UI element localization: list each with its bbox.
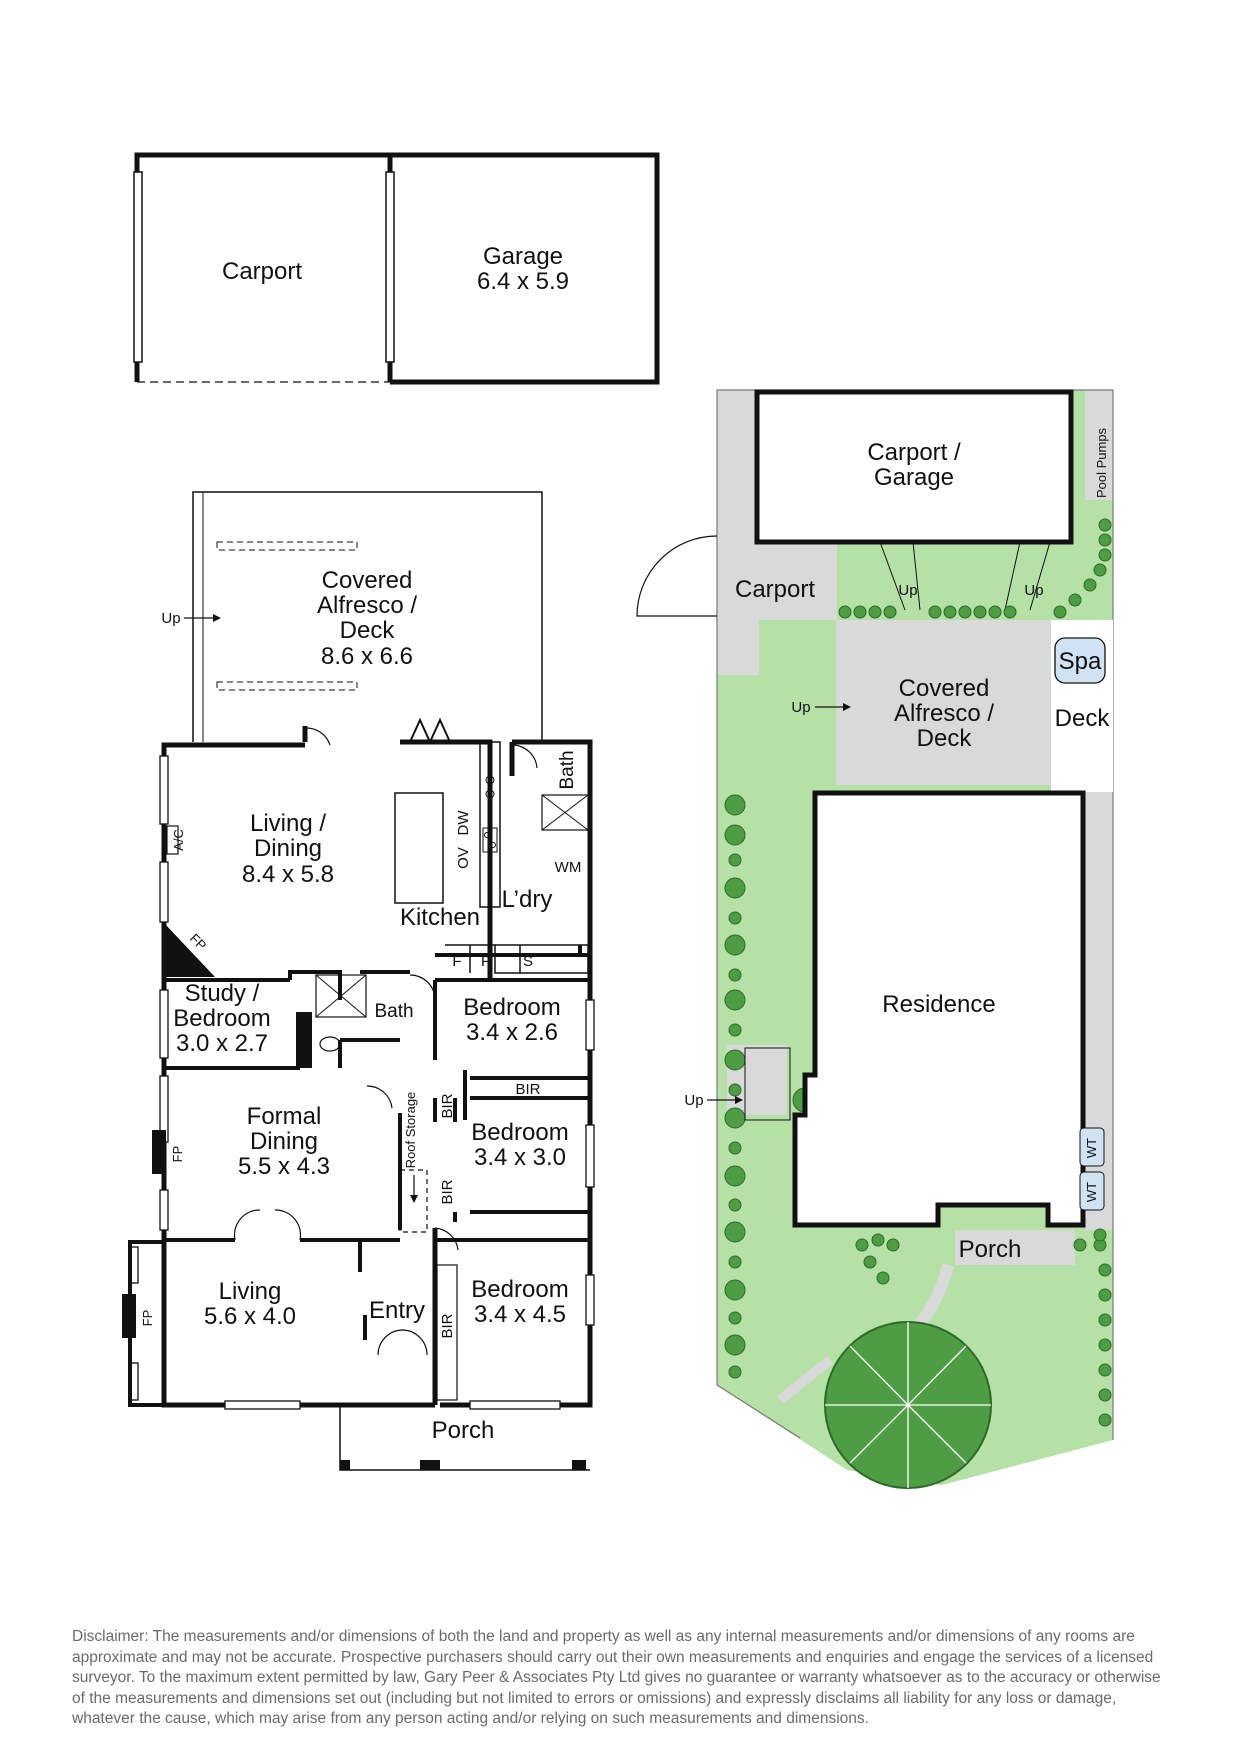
site-alfresco-label-3: Deck bbox=[917, 725, 973, 752]
bedroom-2-label: Bedroom bbox=[471, 1119, 568, 1146]
study-dimensions: 3.0 x 2.7 bbox=[176, 1030, 268, 1057]
pantry-label: P bbox=[481, 953, 491, 970]
washing-machine-label: WM bbox=[555, 859, 582, 876]
bedroom-3-dimensions: 3.4 x 4.5 bbox=[474, 1301, 566, 1328]
house-floor-plan: Covered Alfresco / Deck 8.6 x 6.6 Up bbox=[122, 491, 595, 1471]
alfresco-dimensions: 8.6 x 6.6 bbox=[321, 643, 413, 670]
hedge-row bbox=[724, 518, 1112, 1427]
west-windows bbox=[129, 755, 595, 1410]
bir-label-3: BIR bbox=[439, 1179, 456, 1204]
fridge-label: F bbox=[452, 953, 461, 970]
alfresco-label-1: Covered bbox=[322, 567, 413, 594]
living-dining-label-1: Living / bbox=[250, 810, 326, 837]
fireplace-label-living: FP bbox=[140, 1310, 155, 1327]
site-carport-label: Carport bbox=[735, 576, 815, 603]
site-up-label-1: Up bbox=[898, 582, 917, 599]
detached-carport-garage: Carport Garage 6.4 x 5.9 bbox=[133, 152, 660, 385]
study-label-2: Bedroom bbox=[173, 1005, 270, 1032]
bir-label-1: BIR bbox=[515, 1081, 540, 1098]
garage-label: Garage bbox=[483, 243, 563, 270]
formal-dining-label-2: Dining bbox=[250, 1128, 318, 1155]
fireplace-icons bbox=[122, 923, 215, 1338]
bir-label-2: BIR bbox=[439, 1093, 456, 1118]
site-plan: Carport / Garage Pool Pumps Carport Up U… bbox=[636, 389, 1114, 1489]
bath-2-label: Bath bbox=[374, 1001, 413, 1022]
site-carport-garage-label-2: Garage bbox=[874, 464, 954, 491]
disclaimer-text: Disclaimer: The measurements and/or dime… bbox=[72, 1628, 1161, 1727]
study-label-1: Study / bbox=[185, 980, 260, 1007]
bedroom-2-dimensions: 3.4 x 3.0 bbox=[474, 1144, 566, 1171]
alfresco-up-label: Up bbox=[161, 610, 180, 627]
site-alfresco-label-2: Alfresco / bbox=[894, 700, 994, 727]
door-swings bbox=[233, 727, 538, 1251]
interior-walls bbox=[164, 945, 590, 1340]
formal-dining-dimensions: 5.5 x 4.3 bbox=[238, 1153, 330, 1180]
formal-dining-label-1: Formal bbox=[247, 1103, 322, 1130]
bedroom-3-label: Bedroom bbox=[471, 1276, 568, 1303]
carport-label: Carport bbox=[222, 258, 302, 285]
living-dimensions: 5.6 x 4.0 bbox=[204, 1303, 296, 1330]
living-label: Living bbox=[219, 1278, 282, 1305]
water-tank-label-2: WT bbox=[1084, 1182, 1099, 1202]
site-carport-garage-label-1: Carport / bbox=[867, 439, 961, 466]
living-dining-label-2: Dining bbox=[254, 835, 322, 862]
site-up-label-4: Up bbox=[684, 1092, 703, 1109]
fireplace-label-formal-dining: FP bbox=[170, 1146, 185, 1163]
bedroom-1-dimensions: 3.4 x 2.6 bbox=[466, 1019, 558, 1046]
bath-label: Bath bbox=[557, 750, 578, 789]
living-dining-dimensions: 8.4 x 5.8 bbox=[242, 861, 334, 888]
site-steps bbox=[879, 541, 1051, 611]
garage-dimensions: 6.4 x 5.9 bbox=[477, 268, 569, 295]
storage-label: S bbox=[523, 953, 533, 970]
water-tank-label-1: WT bbox=[1084, 1138, 1099, 1158]
fireplace-label-living-dining: FP bbox=[187, 931, 209, 953]
kitchen-label: Kitchen bbox=[400, 904, 480, 931]
roof-storage-label: Roof Storage bbox=[403, 1092, 418, 1169]
site-up-label-2: Up bbox=[1024, 582, 1043, 599]
site-up-label-3: Up bbox=[791, 699, 810, 716]
alfresco-label-3: Deck bbox=[340, 617, 396, 644]
pool-pumps-label: Pool Pumps bbox=[1094, 427, 1109, 498]
site-deck-label: Deck bbox=[1055, 705, 1111, 732]
site-porch-label: Porch bbox=[959, 1236, 1022, 1263]
laundry-label: L’dry bbox=[502, 886, 553, 913]
site-alfresco-label-1: Covered bbox=[899, 675, 990, 702]
alfresco-outline bbox=[192, 491, 543, 742]
residence-label: Residence bbox=[882, 991, 995, 1018]
bedroom-1-label: Bedroom bbox=[463, 994, 560, 1021]
alfresco-label-2: Alfresco / bbox=[317, 592, 417, 619]
bir-label-4: BIR bbox=[439, 1313, 456, 1338]
large-tree-icon bbox=[824, 1321, 992, 1489]
oven-label: OV bbox=[455, 847, 472, 869]
porch-label: Porch bbox=[432, 1417, 495, 1444]
spa-label: Spa bbox=[1059, 648, 1102, 675]
entry-label: Entry bbox=[369, 1297, 425, 1324]
dishwasher-label: DW bbox=[455, 810, 472, 836]
